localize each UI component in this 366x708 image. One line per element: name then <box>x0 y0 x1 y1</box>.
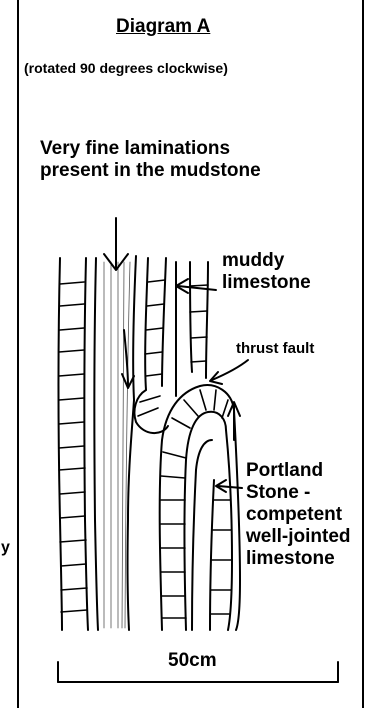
laminations-arrow <box>104 218 128 270</box>
scale-bar <box>58 662 338 682</box>
left-bed-joints <box>59 282 87 612</box>
mudstone-laminations <box>103 262 130 628</box>
portland-stone-fold <box>160 385 240 630</box>
thrust-fault-arrow <box>210 360 248 384</box>
portland-joints <box>161 390 232 618</box>
fault-movement-arrow <box>228 402 240 440</box>
mudstone-column <box>94 256 136 630</box>
left-limestone-bed <box>59 258 89 630</box>
muddy-limestone-joints <box>138 280 165 416</box>
muddy-limestone-bed <box>134 258 176 433</box>
upper-right-bed <box>190 262 208 378</box>
